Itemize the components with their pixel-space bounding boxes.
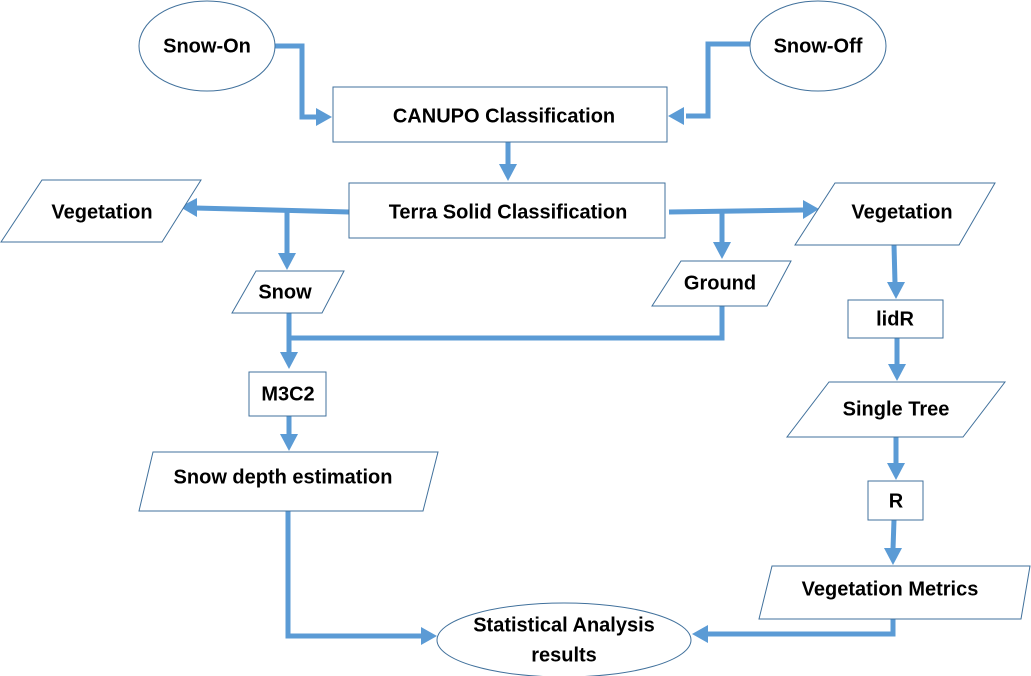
arrowhead xyxy=(316,108,332,126)
edge-terra-vegetation-right xyxy=(668,207,804,215)
node-snow-off: Snow-Off xyxy=(749,0,887,92)
data-shape xyxy=(0,179,202,243)
node-label: Snow depth estimation xyxy=(174,466,393,488)
arrowhead xyxy=(713,242,731,259)
node-label: Snow-Off xyxy=(774,35,863,57)
ellipse-shape xyxy=(749,0,887,92)
node-statistical-analysis: Statistical Analysis results xyxy=(436,602,692,676)
connectors xyxy=(180,41,906,645)
node-lidr: lidR xyxy=(847,299,944,339)
arrowhead xyxy=(421,627,437,645)
node-label: Ground xyxy=(684,272,756,294)
node-label: Snow xyxy=(258,281,312,303)
arrowhead xyxy=(180,198,197,217)
edge-terra-vegetation-left xyxy=(194,205,350,215)
arrowhead xyxy=(887,282,905,299)
node-snow: Snow xyxy=(231,270,345,314)
arrowhead xyxy=(499,164,517,181)
process-shape xyxy=(332,86,668,143)
arrowhead xyxy=(887,463,905,480)
edge-vegmetrics-stats xyxy=(708,619,896,637)
node-label-line2: results xyxy=(531,644,597,666)
arrowhead xyxy=(280,434,298,451)
node-r: R xyxy=(867,480,924,521)
node-label: R xyxy=(889,490,904,512)
node-label-line1: Statistical Analysis xyxy=(473,614,655,636)
data-shape xyxy=(138,451,439,512)
arrowhead xyxy=(888,364,906,381)
arrowhead xyxy=(803,200,819,219)
process-shape xyxy=(847,299,944,339)
edge-snowoff-canupo xyxy=(686,41,750,119)
node-label: Vegetation xyxy=(851,201,952,223)
ellipse-shape xyxy=(436,602,692,676)
node-label: Vegetation Metrics xyxy=(802,578,979,600)
node-terra-solid: Terra Solid Classification xyxy=(348,182,666,239)
process-shape xyxy=(248,371,327,417)
node-canupo: CANUPO Classification xyxy=(332,86,668,143)
process-shape xyxy=(867,480,924,521)
data-shape xyxy=(651,260,792,307)
arrowhead xyxy=(280,352,298,369)
node-label: Terra Solid Classification xyxy=(389,201,628,223)
edge-ground-m3c2 xyxy=(289,306,725,341)
node-label: CANUPO Classification xyxy=(393,105,615,127)
node-vegetation-right: Vegetation xyxy=(794,182,996,246)
edge-r-vegmetrics xyxy=(890,519,897,550)
node-ground: Ground xyxy=(651,260,792,307)
ellipse-shape xyxy=(138,0,276,92)
process-shape xyxy=(348,182,666,239)
node-label: M3C2 xyxy=(261,383,314,405)
arrowhead xyxy=(668,107,684,125)
node-vegetation-metrics: Vegetation Metrics xyxy=(758,565,1031,620)
data-shape xyxy=(794,182,996,246)
edge-snowon-canupo xyxy=(273,43,322,120)
node-m3c2: M3C2 xyxy=(248,371,327,417)
node-label: Single Tree xyxy=(843,398,950,420)
edge-snowdepth-stats xyxy=(285,511,423,639)
node-label: lidR xyxy=(876,308,914,330)
node-vegetation-left: Vegetation xyxy=(0,179,202,243)
node-single-tree: Single Tree xyxy=(785,381,1007,438)
node-snow-depth: Snow depth estimation xyxy=(138,451,439,512)
edge-vegetation-lidr xyxy=(891,244,898,284)
data-shape xyxy=(785,381,1007,438)
data-shape xyxy=(758,565,1031,620)
node-label: Vegetation xyxy=(51,201,152,223)
node-label: Snow-On xyxy=(163,35,251,57)
node-snow-on: Snow-On xyxy=(138,0,276,92)
arrowhead xyxy=(692,625,708,643)
arrowhead xyxy=(278,253,296,270)
data-shape xyxy=(231,270,345,314)
arrowhead xyxy=(884,548,902,565)
